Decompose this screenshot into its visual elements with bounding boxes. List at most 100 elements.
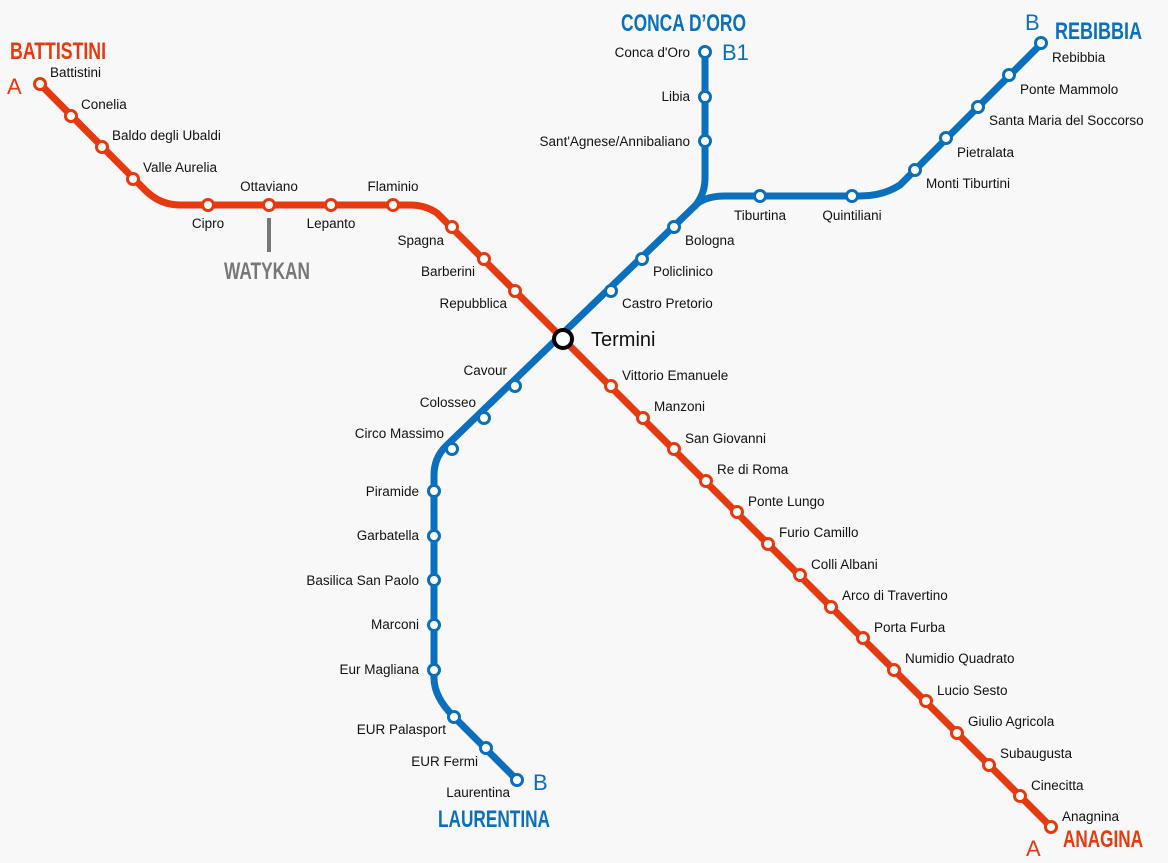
terminus-heading-rebibbia: REBIBBIA (1055, 18, 1142, 45)
station-label-rebibbia: Rebibbia (1052, 50, 1106, 65)
station-label-cavour: Cavour (463, 363, 507, 378)
station-label-san-giovanni: San Giovanni (685, 431, 766, 446)
station-ponte-mammolo[interactable] (1002, 68, 1016, 82)
station-castro-pretorio[interactable] (604, 284, 618, 298)
station-label-flaminio: Flaminio (367, 179, 418, 194)
station-label-baldo-degli-ubaldi: Baldo degli Ubaldi (112, 128, 221, 143)
station-label-numidio-quadrato: Numidio Quadrato (905, 651, 1015, 666)
termini-interchange-station[interactable] (552, 328, 574, 350)
station-marconi[interactable] (427, 618, 441, 632)
line-a-track (36, 80, 1055, 831)
station-anagnina[interactable] (1044, 820, 1058, 834)
station-policlinico[interactable] (635, 252, 649, 266)
line-letter-b-south: B (533, 770, 548, 795)
station-vittorio-emanuele[interactable] (604, 379, 618, 393)
station-eur-palasport[interactable] (447, 710, 461, 724)
station-lepanto[interactable] (324, 198, 338, 212)
station-cinecitta[interactable] (1013, 789, 1027, 803)
station-label-policlinico: Policlinico (653, 264, 713, 279)
station-valle-aurelia[interactable] (126, 172, 140, 186)
station-santa-maria-del-soccorso[interactable] (971, 100, 985, 114)
terminus-heading-anagnina: ANAGINA (1063, 826, 1143, 853)
station-bologna[interactable] (667, 220, 681, 234)
station-subaugusta[interactable] (982, 758, 996, 772)
station-eur-fermi[interactable] (479, 741, 493, 755)
station-label-eur-fermi: EUR Fermi (411, 754, 478, 769)
line-letter-b-north: B (1025, 10, 1040, 35)
station-monti-tiburtini[interactable] (908, 163, 922, 177)
station-quintiliani[interactable] (845, 189, 859, 203)
station-label-santa-maria-del-soccorso: Santa Maria del Soccorso (989, 113, 1144, 128)
station-conelia[interactable] (64, 109, 78, 123)
station-label-sant-agnese-annibaliano: Sant'Agnese/Annibaliano (540, 134, 690, 149)
station-san-giovanni[interactable] (667, 442, 681, 456)
station-pietralata[interactable] (939, 131, 953, 145)
station-label-ponte-lungo: Ponte Lungo (748, 494, 825, 509)
terminus-heading-battistini: BATTISTINI (10, 38, 106, 65)
station-furio-camillo[interactable] (761, 537, 775, 551)
station-laurentina[interactable] (510, 773, 524, 787)
station-garbatella[interactable] (427, 529, 441, 543)
station-cavour[interactable] (508, 379, 522, 393)
station-spagna[interactable] (445, 220, 459, 234)
station-label-castro-pretorio: Castro Pretorio (622, 296, 713, 311)
terminus-heading-laurentina: LAURENTINA (438, 806, 550, 833)
line-b-track (430, 40, 1045, 784)
station-piramide[interactable] (427, 484, 441, 498)
station-label-battistini: Battistini (50, 65, 101, 80)
station-label-lepanto: Lepanto (307, 216, 356, 231)
station-re-di-roma[interactable] (699, 474, 713, 488)
station-label-marconi: Marconi (371, 617, 419, 632)
termini-label: Termini (591, 329, 655, 351)
station-flaminio[interactable] (386, 198, 400, 212)
station-label-monti-tiburtini: Monti Tiburtini (926, 176, 1010, 191)
line-b1-track (691, 48, 709, 210)
station-cipro[interactable] (201, 198, 215, 212)
station-label-anagnina: Anagnina (1062, 809, 1120, 824)
station-numidio-quadrato[interactable] (887, 663, 901, 677)
station-label-valle-aurelia: Valle Aurelia (143, 160, 218, 175)
station-label-colli-albani: Colli Albani (811, 557, 878, 572)
station-lucio-sesto[interactable] (919, 694, 933, 708)
station-colli-albani[interactable] (793, 568, 807, 582)
station-sant-agnese-annibaliano[interactable] (698, 134, 712, 148)
station-label-bologna: Bologna (685, 233, 735, 248)
line-letter-a-start: A (7, 74, 22, 99)
station-label-circo-massimo: Circo Massimo (355, 426, 444, 441)
station-rebibbia[interactable] (1034, 36, 1048, 50)
station-libia[interactable] (698, 90, 712, 104)
station-label-arco-di-travertino: Arco di Travertino (842, 588, 948, 603)
station-conca-d-oro[interactable] (698, 45, 712, 59)
station-manzoni[interactable] (636, 411, 650, 425)
station-label-porta-furba: Porta Furba (874, 620, 946, 635)
station-label-eur-palasport: EUR Palasport (357, 722, 447, 737)
station-label-cipro: Cipro (192, 216, 224, 231)
station-battistini[interactable] (33, 77, 47, 91)
station-circo-massimo[interactable] (445, 442, 459, 456)
station-porta-furba[interactable] (856, 631, 870, 645)
station-label-colosseo: Colosseo (420, 395, 476, 410)
station-label-conelia: Conelia (81, 97, 127, 112)
station-label-cinecitta: Cinecitta (1031, 778, 1084, 793)
station-label-lucio-sesto: Lucio Sesto (937, 683, 1008, 698)
station-barberini[interactable] (477, 252, 491, 266)
vatican-connector (267, 218, 271, 252)
station-eur-magliana[interactable] (427, 663, 441, 677)
station-label-conca-d-oro: Conca d'Oro (615, 45, 690, 60)
station-label-barberini: Barberini (421, 264, 475, 279)
station-giulio-agricola[interactable] (950, 726, 964, 740)
station-arco-di-travertino[interactable] (824, 600, 838, 614)
station-basilica-san-paolo[interactable] (427, 573, 441, 587)
station-label-furio-camillo: Furio Camillo (779, 525, 859, 540)
station-label-quintiliani: Quintiliani (822, 208, 881, 223)
station-colosseo[interactable] (477, 411, 491, 425)
station-repubblica[interactable] (508, 284, 522, 298)
station-ottaviano[interactable] (262, 198, 276, 212)
terminus-heading-conca-doro: CONCA D’ORO (621, 10, 746, 37)
station-tiburtina[interactable] (753, 189, 767, 203)
station-label-laurentina: Laurentina (446, 785, 510, 800)
station-ponte-lungo[interactable] (730, 505, 744, 519)
station-label-tiburtina: Tiburtina (734, 208, 787, 223)
station-baldo-degli-ubaldi[interactable] (95, 140, 109, 154)
